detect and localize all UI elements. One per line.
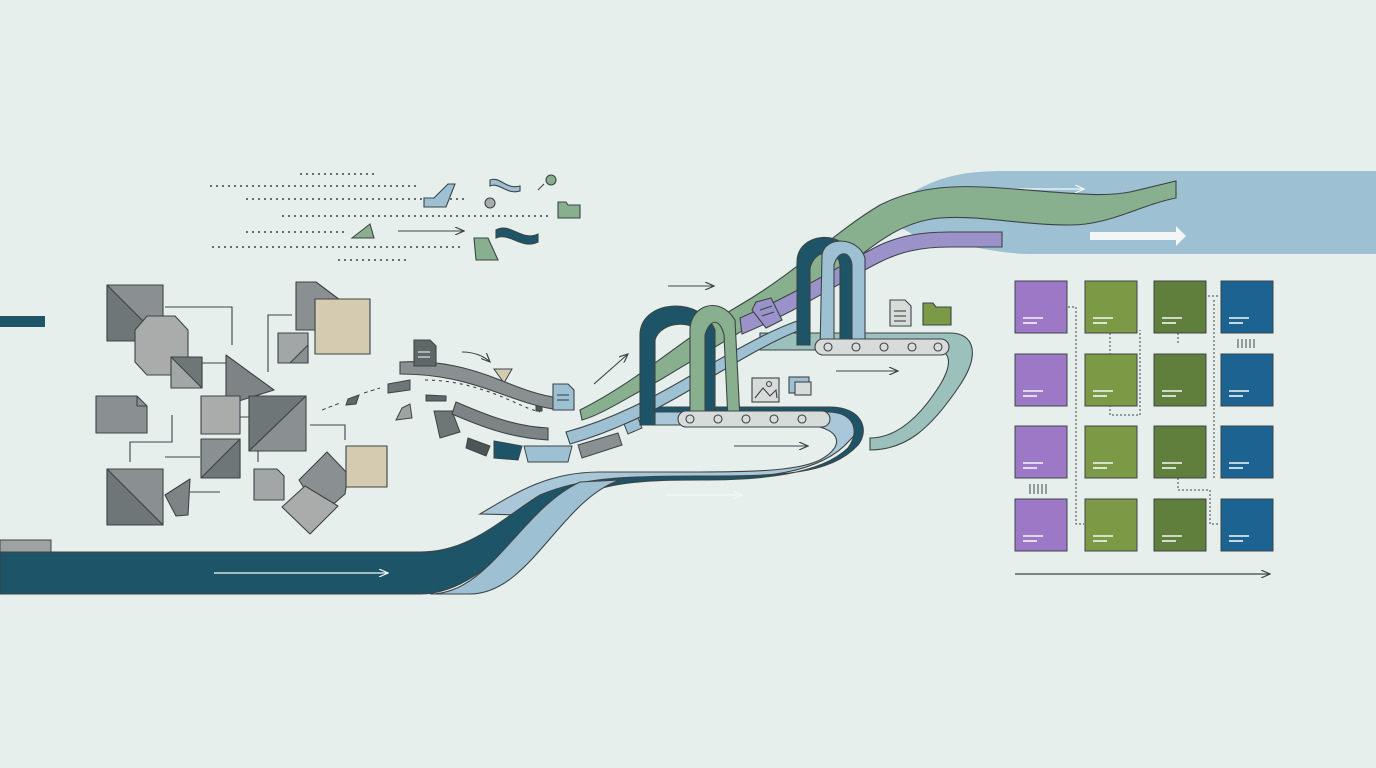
document-icon [751, 297, 783, 329]
document-icon [552, 383, 575, 411]
stream-dot [545, 174, 557, 186]
conveyor-belt [677, 410, 831, 428]
organized-grid [1014, 280, 1274, 552]
grid-tile [1153, 425, 1207, 479]
tan-square-shape [314, 298, 371, 355]
folder-icon [922, 302, 952, 326]
gray-ribbons [399, 361, 561, 441]
sage-loop-ribbon [759, 332, 973, 451]
grid-tile [1084, 425, 1138, 479]
split-square-shape [200, 438, 241, 479]
conveyor-belts [677, 338, 950, 428]
image-icon [751, 377, 780, 403]
left-edge-bar [0, 316, 45, 327]
small-folded-square [277, 332, 309, 364]
split-square-shape [106, 468, 164, 526]
grid-tile [1014, 353, 1068, 407]
grid-tile [1220, 498, 1274, 552]
grid-tile [1084, 353, 1138, 407]
folded-square-shape [253, 468, 285, 501]
stream-dot [484, 197, 496, 209]
diamond-shape [281, 485, 339, 535]
grid-tile [1153, 498, 1207, 552]
split-square-shape [170, 356, 203, 389]
grid-tile [1220, 280, 1274, 334]
stream-fragment [473, 237, 499, 261]
scattered-source-shapes [0, 281, 643, 553]
document-icon [889, 299, 912, 327]
grid-tile [1220, 353, 1274, 407]
document-icon [413, 339, 437, 367]
square-shape [200, 395, 241, 435]
folded-square-shape [95, 395, 148, 434]
triangle-shape [164, 478, 191, 517]
stream-squiggle [495, 227, 539, 245]
tan-square-shape [345, 445, 388, 488]
left-edge-gray-bar [0, 539, 52, 553]
grid-tile [1084, 280, 1138, 334]
path-arrows [461, 286, 898, 446]
grid-tile [1153, 280, 1207, 334]
grid-tile [1014, 425, 1068, 479]
grid-tile [1220, 425, 1274, 479]
dotted-data-stream [210, 173, 581, 261]
stream-fragment [423, 183, 456, 208]
conveyor-belt [814, 338, 950, 356]
grid-tile [1014, 498, 1068, 552]
grid-tile [1153, 353, 1207, 407]
flying-fragments [321, 368, 643, 463]
band-big-arrow [1090, 226, 1186, 246]
folder-icon [557, 201, 581, 219]
flow-icons [413, 297, 952, 411]
split-square-shape [248, 395, 307, 452]
folder-icon [788, 376, 812, 396]
light-blue-connector [429, 479, 621, 595]
stream-squiggle [489, 178, 521, 193]
grid-ticks [1029, 339, 1255, 494]
grid-tile [1084, 498, 1138, 552]
stream-fragment [350, 223, 375, 239]
grid-tile [1014, 280, 1068, 334]
